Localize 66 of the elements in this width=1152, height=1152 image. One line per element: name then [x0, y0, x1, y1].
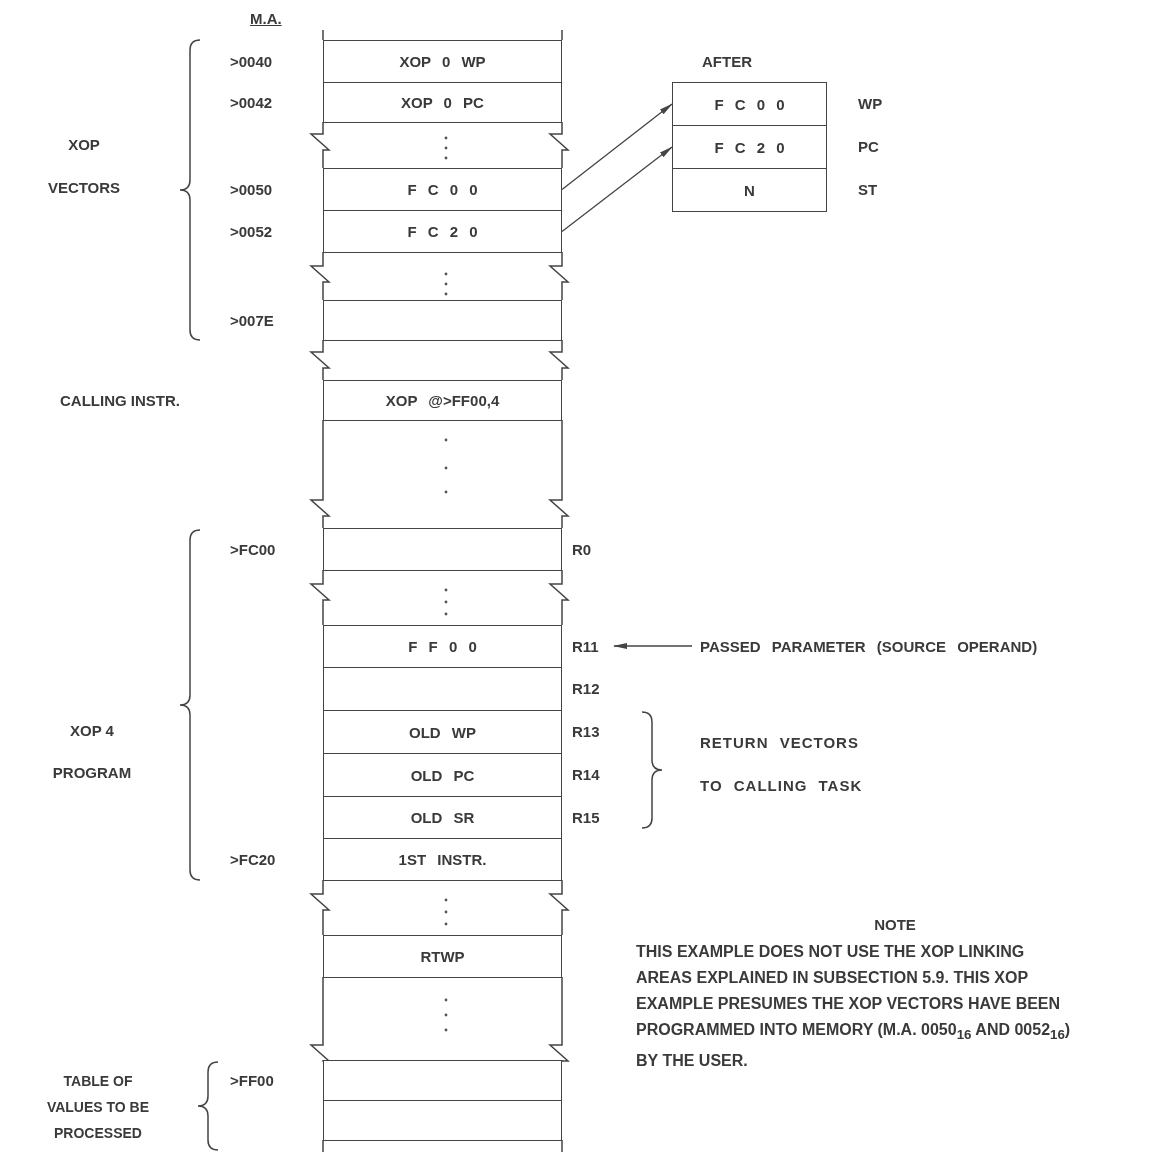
cell-value: F C 0 0: [407, 181, 478, 198]
column-heading: M.A.: [250, 10, 282, 28]
memory-cell: [323, 1060, 562, 1101]
group-label: XOP 4: [69, 722, 115, 740]
group-label: TO CALLING TASK: [700, 777, 863, 795]
cell-value: 1ST INSTR.: [398, 851, 487, 868]
group-label: XOP: [67, 136, 101, 154]
address-label: >0042: [230, 93, 273, 112]
row-label: CALLING INSTR.: [60, 392, 180, 410]
memory-cell: [323, 625, 562, 668]
address-label: >FC20: [230, 850, 276, 869]
cell-value: F C 2 0: [714, 138, 785, 156]
memory-cell: [672, 82, 827, 126]
memory-cell: [323, 168, 562, 211]
arrow: [561, 103, 673, 191]
memory-cell: [323, 935, 562, 978]
cell-value: XOP @>FF00,4: [385, 392, 500, 409]
arrow: [561, 146, 673, 233]
cell-value: F C 0 0: [714, 95, 785, 113]
annotation-text: PASSED PARAMETER (SOURCE OPERAND): [700, 637, 1038, 655]
address-label: >0050: [230, 180, 273, 199]
address-label: >007E: [230, 311, 274, 330]
memory-cell: [323, 796, 562, 839]
cell-value: OLD WP: [409, 723, 476, 741]
group-label: TABLE OF VALUES TO BE PROCESSED: [45, 1072, 151, 1143]
cell-value: F C 2 0: [407, 223, 478, 240]
register-label: PC: [858, 138, 879, 156]
memory-cell: [323, 753, 562, 797]
register-label: R11: [572, 637, 599, 655]
group-label: RETURN VECTORS: [700, 734, 859, 752]
note-heading: NOTE: [873, 916, 917, 934]
memory-cell: [323, 380, 562, 421]
cell-value: XOP 0 PC: [401, 94, 484, 111]
register-label: R12: [572, 680, 600, 698]
register-label: WP: [858, 95, 883, 113]
address-label: >FC00: [230, 540, 276, 559]
memory-cell: [323, 667, 562, 711]
memory-cell: [323, 210, 562, 253]
cell-value: OLD SR: [410, 809, 475, 826]
memory-cell: [323, 40, 562, 83]
arrow: [613, 643, 693, 649]
table-heading: AFTER: [702, 53, 752, 71]
register-label: R0: [572, 540, 592, 559]
memory-cell: [323, 82, 562, 123]
cell-value: F F 0 0: [408, 638, 477, 655]
memory-cell: [323, 300, 562, 341]
address-label: >0040: [230, 52, 273, 71]
register-label: R13: [572, 723, 600, 741]
memory-cell: [672, 168, 827, 212]
cell-value: N: [744, 181, 755, 199]
memory-cell: [323, 838, 562, 881]
group-label: VECTORS: [46, 179, 122, 197]
register-label: R14: [572, 766, 600, 784]
address-label: >FF00: [230, 1071, 274, 1090]
address-label: >0052: [230, 222, 273, 241]
cell-value: RTWP: [420, 948, 465, 965]
note-text: THIS EXAMPLE DOES NOT USE THE XOP LINKING AREAS EXPLAINED IN SUBSECTION 5.9. THIS XOP EXAMPLE PRESUMES THE XOP VECTORS HAVE BEEN PROGRAMMED INTO MEMORY (M.A. 0050$_{16}$ AND 0052$_{16}$) BY THE USER.: [636, 942, 1072, 1072]
memory-cell: [323, 710, 562, 754]
memory-cell: [323, 528, 562, 571]
register-label: R15: [572, 808, 600, 827]
register-label: ST: [858, 181, 878, 199]
cell-value: XOP 0 WP: [399, 53, 486, 70]
cell-value: OLD PC: [410, 766, 475, 784]
memory-cell: [672, 125, 827, 169]
memory-cell: [323, 1100, 562, 1141]
group-label: PROGRAM: [51, 764, 133, 782]
